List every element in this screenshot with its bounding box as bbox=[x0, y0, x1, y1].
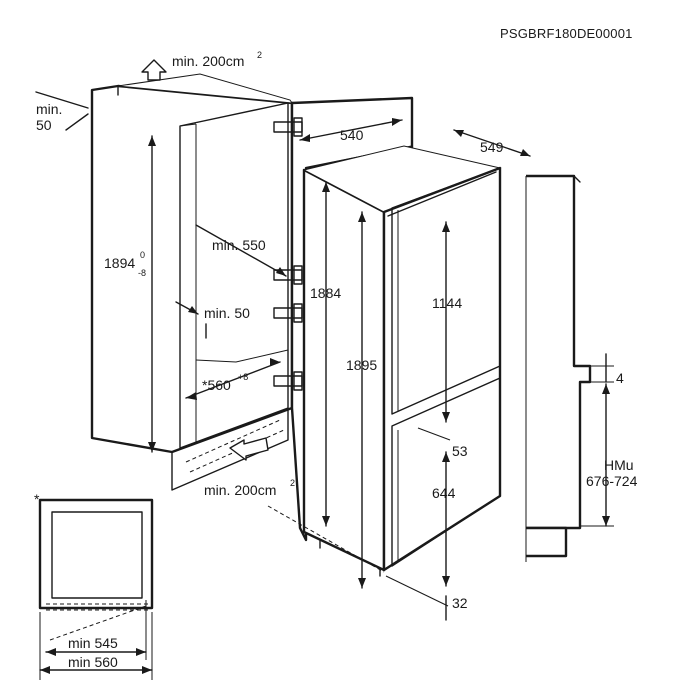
dim-line-560 bbox=[185, 361, 281, 399]
label-door-height: 1884 bbox=[310, 285, 341, 301]
arrow-up-icon bbox=[141, 59, 167, 81]
niche-inner-floor bbox=[195, 349, 289, 363]
label-freezer-height: 644 bbox=[432, 485, 456, 501]
label-side-50: 50 bbox=[36, 117, 52, 133]
dim-leader-32 bbox=[385, 575, 449, 607]
profile-plinth bbox=[526, 526, 568, 558]
niche-plinth bbox=[171, 407, 289, 491]
label-appliance-height: 1895 bbox=[346, 357, 377, 373]
dim-arrow-545-right bbox=[136, 648, 146, 656]
floor-line-dash bbox=[267, 505, 385, 573]
label-gap-4: 4 bbox=[616, 370, 624, 386]
niche-inner-top bbox=[179, 123, 197, 127]
door-top-edge bbox=[387, 171, 497, 217]
label-niche-height: 1894 bbox=[104, 255, 135, 271]
hinge-mid-plate bbox=[293, 265, 303, 285]
vent-arrows bbox=[141, 59, 269, 461]
dim-arrow-1144-top bbox=[442, 222, 450, 232]
dim-arrow-1894-top bbox=[148, 136, 156, 146]
dim-arrow-1144-bottom bbox=[442, 412, 450, 422]
door-hinges bbox=[273, 117, 303, 391]
freezer-door bbox=[391, 377, 501, 567]
dim-arrow-560b-left bbox=[40, 666, 50, 674]
label-foot-32: 32 bbox=[452, 595, 468, 611]
dim-arrow-1895-top bbox=[358, 212, 366, 222]
model-code: PSGBRF180DE00001 bbox=[500, 26, 633, 41]
label-min-560: min 560 bbox=[68, 654, 118, 670]
label-asterisk: * bbox=[34, 491, 40, 507]
label-niche-tol-bottom: -8 bbox=[138, 268, 146, 278]
dimension-labels: min. 200cm 2 min. 50 1894 0 -8 min. 550 … bbox=[34, 50, 638, 670]
dim-line-550 bbox=[195, 224, 287, 277]
dim-arrow-644-top bbox=[442, 452, 450, 462]
dim-arrow-1884-bottom bbox=[322, 516, 330, 526]
dim-arrow-560-left bbox=[186, 392, 197, 400]
label-width: 540 bbox=[340, 127, 364, 143]
plan-inner bbox=[51, 511, 143, 599]
dim-line-540 bbox=[299, 119, 403, 141]
niche-top-face bbox=[117, 73, 294, 104]
dim-arrow-644-bottom bbox=[442, 576, 450, 586]
label-niche-tol-top: 0 bbox=[140, 250, 145, 260]
hinge-bottom-plate bbox=[293, 371, 303, 391]
appliance-front bbox=[382, 166, 502, 572]
label-min-545: min 545 bbox=[68, 635, 118, 651]
plan-view bbox=[38, 498, 154, 680]
dim-arrow-540-right bbox=[392, 118, 402, 126]
dim-arrow-545-left bbox=[46, 648, 56, 656]
dimension-lines bbox=[35, 91, 614, 621]
label-side-min: min. bbox=[36, 101, 62, 117]
side-profile bbox=[525, 174, 592, 562]
label-fridge-height: 1144 bbox=[432, 295, 462, 311]
dim-line-549 bbox=[453, 129, 531, 157]
dim-arrow-560b-right bbox=[142, 666, 152, 674]
label-depth-min: min. 550 bbox=[212, 237, 266, 253]
dim-arrow-549-right bbox=[520, 149, 530, 156]
hinge-mid-2-plate bbox=[293, 303, 303, 323]
profile-top-corner bbox=[573, 175, 581, 183]
dim-line-side-50-b bbox=[65, 113, 89, 131]
label-hmu-title: HMu bbox=[604, 457, 634, 473]
dim-arrow-hmu-bottom bbox=[602, 516, 610, 526]
dim-arrow-hmu-top bbox=[602, 384, 610, 394]
dim-arrow-540-left bbox=[300, 134, 310, 142]
label-vent-bottom: min. 200cm bbox=[204, 482, 276, 498]
hinge-top-plate bbox=[293, 117, 303, 137]
label-vent-top-exp: 2 bbox=[257, 50, 262, 60]
fridge-door bbox=[391, 167, 501, 415]
dim-arrow-1895-bottom bbox=[358, 578, 366, 588]
dim-arrow-1884-top bbox=[322, 182, 330, 192]
label-niche-width: *560 bbox=[202, 377, 231, 393]
label-vent-bottom-exp: 2 bbox=[290, 478, 295, 488]
dim-arrow-550 bbox=[276, 267, 286, 276]
label-gap-53: 53 bbox=[452, 443, 468, 459]
dim-line-side-50 bbox=[35, 91, 89, 109]
dim-leader-53 bbox=[417, 427, 451, 441]
appliance bbox=[267, 145, 502, 577]
profile-cabinet bbox=[526, 174, 592, 530]
dim-arrow-rear-50 bbox=[188, 306, 198, 314]
dim-arrow-1894-bottom bbox=[148, 442, 156, 452]
label-rear-gap: min. 50 bbox=[204, 305, 250, 321]
label-niche-width-tol: +8 bbox=[238, 372, 248, 382]
label-depth: 549 bbox=[480, 139, 504, 155]
label-hmu-range: 676-724 bbox=[586, 473, 638, 489]
plan-outer bbox=[38, 498, 154, 610]
dim-arrow-549-left bbox=[454, 130, 464, 137]
niche-plinth-dash bbox=[185, 419, 281, 463]
arrow-left-icon bbox=[229, 437, 269, 461]
dim-arrow-560-right bbox=[270, 358, 280, 366]
plan-door-swing bbox=[49, 605, 147, 641]
label-vent-top: min. 200cm bbox=[172, 53, 244, 69]
